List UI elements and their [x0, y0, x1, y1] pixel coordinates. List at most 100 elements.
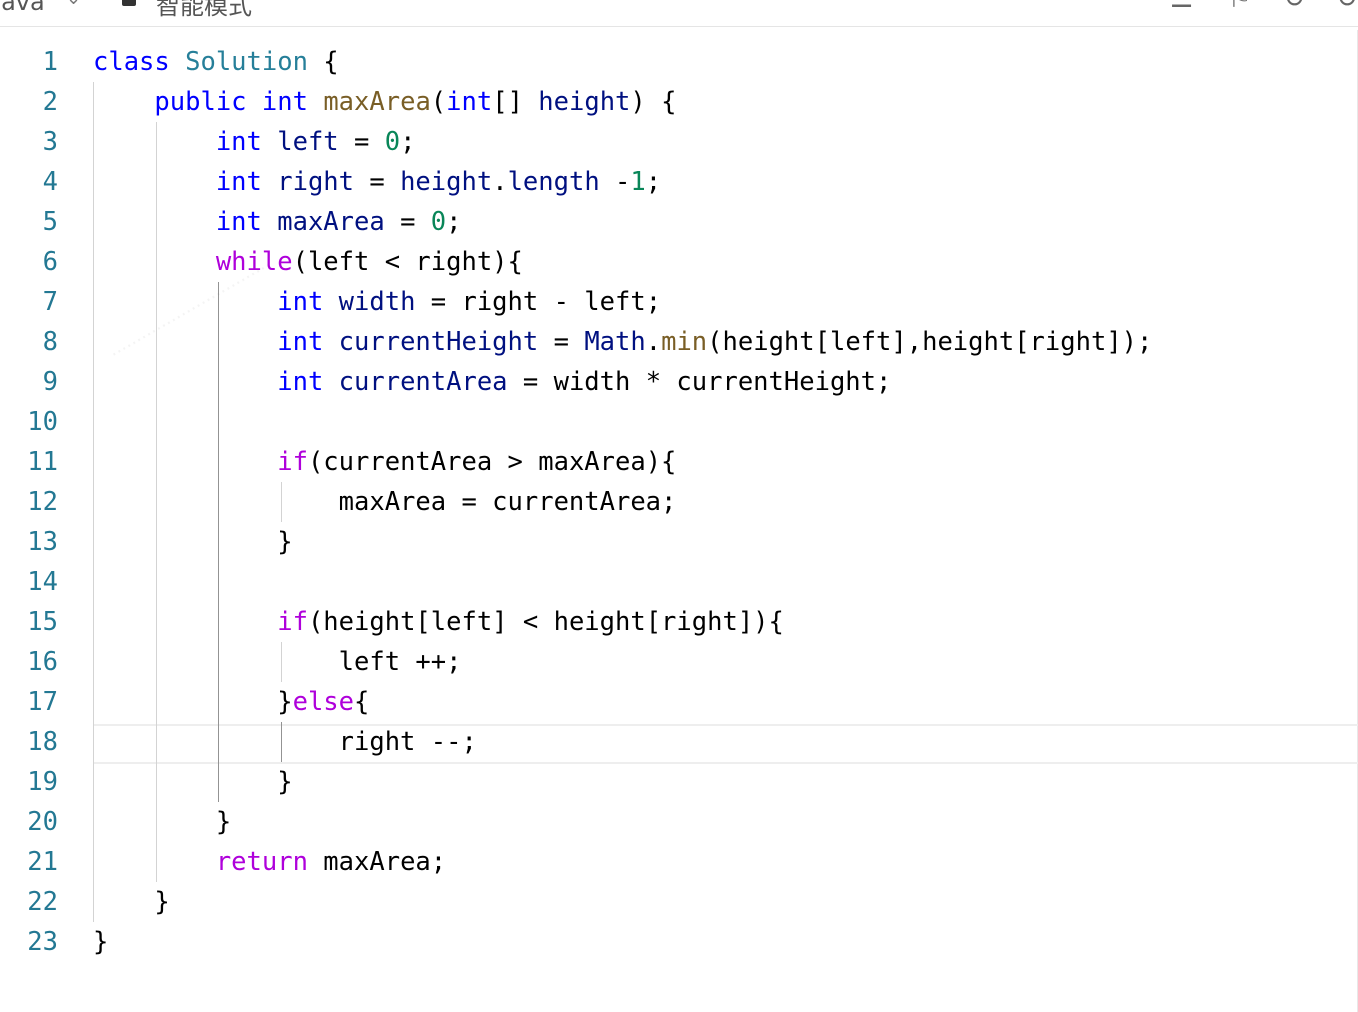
code-token: 0	[430, 207, 447, 237]
code-token: -	[599, 167, 631, 197]
code-line[interactable]: 14	[0, 562, 1358, 602]
code-token	[262, 167, 277, 197]
code-token: {	[354, 687, 370, 717]
indent-guide	[156, 122, 157, 882]
code-token: =	[338, 127, 385, 157]
code-line[interactable]: 18 right --;	[0, 722, 1358, 762]
code-line[interactable]: 20 }	[0, 802, 1358, 842]
code-token: int	[277, 367, 324, 397]
code-token	[323, 367, 338, 397]
code-line[interactable]: 9 int currentArea = width * currentHeigh…	[0, 362, 1358, 402]
code-text: class Solution {	[93, 42, 339, 82]
undo-icon[interactable]: ↺	[1284, 0, 1306, 14]
code-token	[93, 607, 277, 637]
code-token: height	[400, 167, 493, 197]
code-token: .	[645, 327, 662, 357]
code-line[interactable]: 22 }	[0, 882, 1358, 922]
code-text: }else{	[93, 682, 369, 722]
line-number: 12	[27, 487, 58, 517]
line-number: 16	[27, 647, 58, 677]
code-line[interactable]: 10	[0, 402, 1358, 442]
mode-selector[interactable]: 智能模式	[156, 0, 252, 20]
code-line[interactable]: 16 left ++;	[0, 642, 1358, 682]
code-line[interactable]: 8 int currentHeight = Math.min(height[le…	[0, 322, 1358, 362]
code-token: int	[261, 87, 308, 117]
chevron-down-icon[interactable]: ⌄	[66, 0, 81, 9]
code-token: int	[277, 327, 324, 357]
code-line[interactable]: 13 }	[0, 522, 1358, 562]
code-text: }	[93, 882, 170, 922]
code-text: int width = right - left;	[93, 282, 661, 322]
code-token: }	[93, 887, 170, 917]
line-number: 15	[27, 607, 58, 637]
code-text: int currentArea = width * currentHeight;	[93, 362, 891, 402]
code-line[interactable]: 6 while(left < right){	[0, 242, 1358, 282]
code-token	[93, 207, 216, 237]
code-token: int	[215, 127, 262, 157]
code-token: []	[492, 87, 539, 117]
code-token: maxArea	[323, 87, 431, 117]
code-text: right --;	[93, 722, 477, 762]
code-token: (left < right){	[292, 247, 523, 277]
code-token: length	[507, 167, 600, 197]
code-token: =	[384, 207, 431, 237]
line-number: 21	[27, 847, 58, 877]
code-token: int	[446, 87, 493, 117]
code-text: maxArea = currentArea;	[93, 482, 677, 522]
code-token: }	[93, 687, 293, 717]
refresh-icon[interactable]: ↻	[1336, 0, 1358, 14]
code-token: Math	[584, 327, 646, 357]
code-line[interactable]: 23}	[0, 922, 1358, 962]
line-number: 6	[42, 247, 58, 277]
code-token: public	[154, 87, 247, 117]
code-text: }	[93, 802, 231, 842]
line-number: 4	[42, 167, 58, 197]
code-token: (height[left] < height[right]){	[307, 607, 784, 637]
mode-icon	[122, 0, 136, 6]
line-number: 2	[42, 87, 58, 117]
code-token: ;	[446, 207, 462, 237]
language-selector[interactable]: Java	[0, 0, 45, 16]
code-token	[93, 167, 216, 197]
bookmark-icon[interactable]: ⚐	[1228, 0, 1251, 14]
code-text: }	[93, 922, 108, 962]
code-token: height	[538, 87, 631, 117]
code-token: 0	[384, 127, 401, 157]
code-text: return maxArea;	[93, 842, 446, 882]
code-token: class	[93, 47, 170, 77]
code-line[interactable]: 3 int left = 0;	[0, 122, 1358, 162]
line-number: 22	[27, 887, 58, 917]
code-token: else	[292, 687, 355, 717]
code-line[interactable]: 7 int width = right - left;	[0, 282, 1358, 322]
code-token	[247, 87, 262, 117]
code-token	[93, 87, 154, 117]
code-text: }	[93, 522, 293, 562]
code-line[interactable]: 11 if(currentArea > maxArea){	[0, 442, 1358, 482]
code-token: = right - left;	[415, 287, 662, 317]
code-token: maxArea	[277, 207, 385, 237]
code-token	[323, 327, 338, 357]
code-token: =	[538, 327, 585, 357]
code-token: right	[277, 167, 355, 197]
code-line[interactable]: 17 }else{	[0, 682, 1358, 722]
code-line[interactable]: 5 int maxArea = 0;	[0, 202, 1358, 242]
code-line[interactable]: 4 int right = height.length -1;	[0, 162, 1358, 202]
code-line[interactable]: 2 public int maxArea(int[] height) {	[0, 82, 1358, 122]
line-number: 18	[27, 727, 58, 757]
line-number: 9	[42, 367, 58, 397]
code-line[interactable]: 21 return maxArea;	[0, 842, 1358, 882]
code-line[interactable]: 19 }	[0, 762, 1358, 802]
code-token: ) {	[630, 87, 677, 117]
code-token: while	[215, 247, 293, 277]
code-line[interactable]: 15 if(height[left] < height[right]){	[0, 602, 1358, 642]
indent-guide	[281, 642, 282, 682]
indent-guide	[93, 82, 94, 922]
line-number: 23	[27, 927, 58, 957]
code-text: int left = 0;	[93, 122, 416, 162]
code-text: if(currentArea > maxArea){	[93, 442, 676, 482]
menu-icon[interactable]: ☰	[1170, 0, 1193, 14]
code-token: }	[93, 527, 293, 557]
code-line[interactable]: 12 maxArea = currentArea;	[0, 482, 1358, 522]
